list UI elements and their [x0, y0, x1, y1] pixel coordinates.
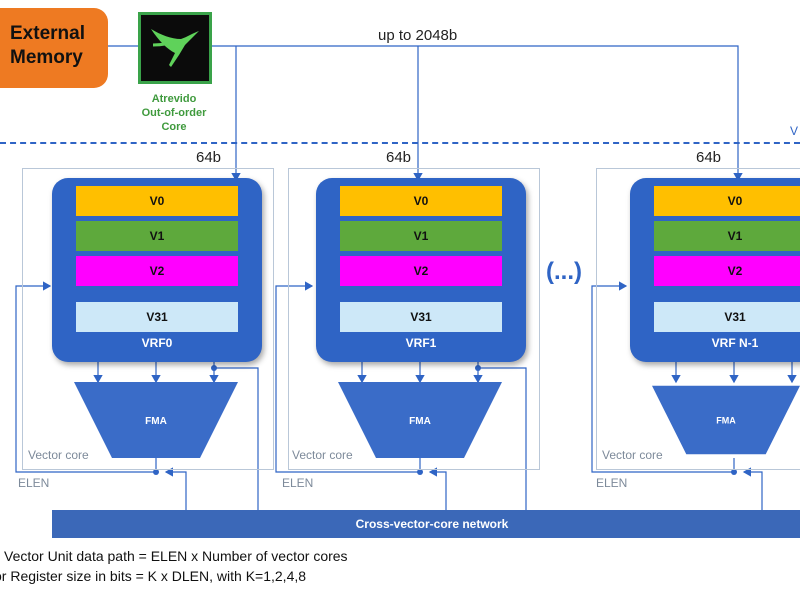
fma-unit: FMA: [338, 382, 502, 458]
register-v2: V2: [654, 256, 800, 286]
register-v0: V0: [340, 186, 502, 216]
vector-core-label: Vector core: [602, 448, 663, 462]
register-v1: V1: [340, 221, 502, 251]
core-caption-line1: Atrevido: [151, 93, 197, 105]
fma-label: FMA: [716, 416, 736, 426]
elen-label: ELEN: [596, 476, 628, 490]
vector-core-label: Vector core: [28, 448, 89, 462]
note-register-size: or Register size in bits = K x DLEN, wit…: [0, 568, 307, 584]
wasp-icon: [151, 29, 199, 67]
fma-unit: FMA: [652, 385, 800, 455]
vector-core-frame: [596, 168, 800, 470]
fma-label: FMA: [409, 416, 431, 427]
external-memory-line1: External: [10, 23, 85, 44]
register-v0: V0: [76, 186, 238, 216]
vector-unit-boundary: [0, 142, 800, 144]
core-caption-line3: Core: [161, 121, 187, 133]
atrevido-core-logo: [138, 12, 212, 84]
cross-vector-core-network: Cross-vector-core network: [52, 510, 800, 538]
register-v2: V2: [340, 256, 502, 286]
vrf-name: VRF N-1: [711, 336, 759, 350]
register-v2: V2: [76, 256, 238, 286]
external-memory-block: External Memory: [0, 8, 108, 88]
lane-width-label: 64b: [696, 149, 722, 166]
vector-register-file: V0 V1 V2 V31 VRF1: [316, 178, 526, 362]
vrf-name: VRF0: [141, 336, 173, 350]
external-memory-line2: Memory: [10, 47, 83, 68]
vector-core-label: Vector core: [292, 448, 353, 462]
register-v1: V1: [76, 221, 238, 251]
vector-register-file: V0 V1 V2 V31 VRF0: [52, 178, 262, 362]
core-caption-line2: Out-of-order: [141, 107, 207, 119]
fma-label: FMA: [145, 416, 167, 427]
register-v31: V31: [340, 302, 502, 332]
vrf-name: VRF1: [405, 336, 437, 350]
elen-label: ELEN: [282, 476, 314, 490]
vector-unit-label: V: [790, 124, 799, 138]
vector-register-file: V0 V1 V2 V31 VRF N-1: [630, 178, 800, 362]
core-caption: Atrevido Out-of-order Core: [118, 92, 230, 134]
memory-bus-line: [108, 45, 743, 182]
vector-core-frame: [288, 168, 540, 470]
register-v1: V1: [654, 221, 800, 251]
register-v31: V31: [654, 302, 800, 332]
note-data-path: Vector Unit data path = ELEN x Number of…: [4, 548, 348, 564]
bus-width-label: up to 2048b: [378, 27, 458, 44]
lane-width-label: 64b: [196, 149, 222, 166]
lane-width-label: 64b: [386, 149, 412, 166]
elen-label: ELEN: [18, 476, 50, 490]
register-v31: V31: [76, 302, 238, 332]
fma-unit: FMA: [74, 382, 238, 458]
vector-core-frame: [22, 168, 274, 470]
register-v0: V0: [654, 186, 800, 216]
more-cores-ellipsis: (...): [546, 258, 582, 285]
